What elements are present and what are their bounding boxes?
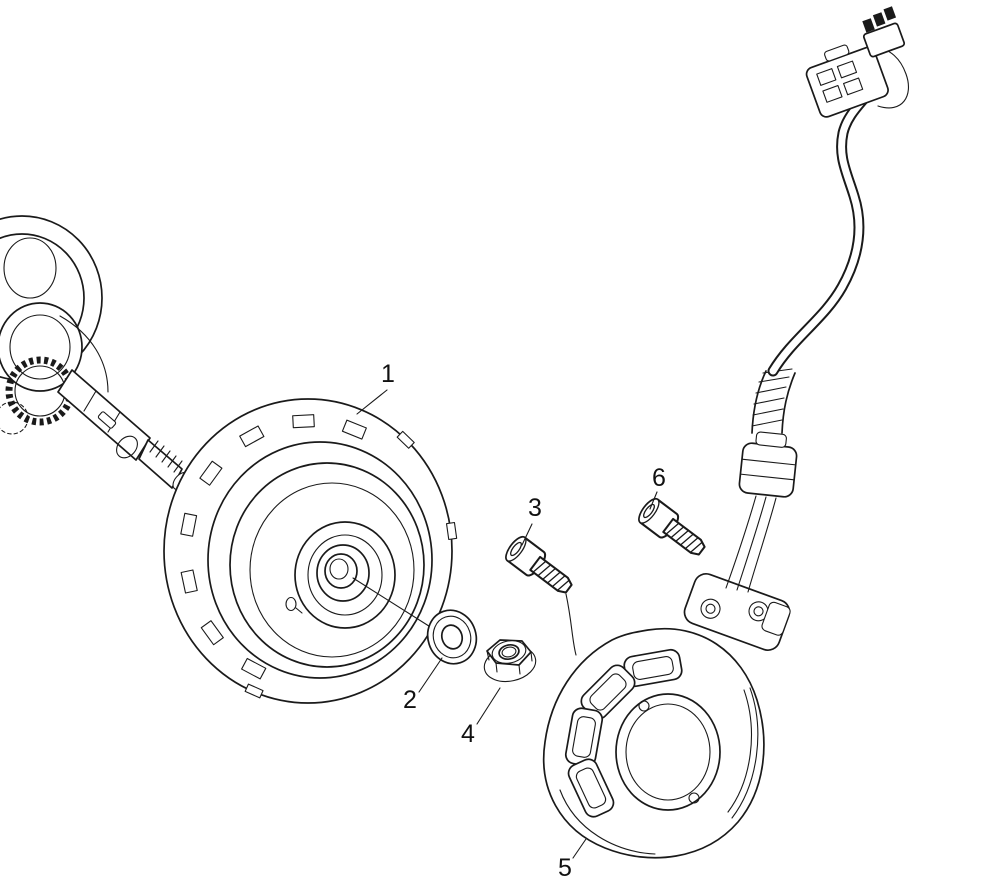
leader-line-2 xyxy=(418,657,443,693)
bolt-rear xyxy=(634,494,712,564)
harness-tape-wrap xyxy=(751,368,796,434)
callout-label-1: 1 xyxy=(381,360,395,388)
flange-nut xyxy=(483,639,537,683)
flywheel-hub xyxy=(294,521,396,629)
stator-coil xyxy=(564,707,604,767)
flywheel-edge-tabs xyxy=(244,430,458,699)
leader-line-4 xyxy=(476,687,501,725)
callouts: 1 2 3 4 5 6 xyxy=(356,360,666,882)
harness-connector xyxy=(805,6,906,118)
leader-line-1 xyxy=(356,389,388,415)
washer xyxy=(426,609,478,665)
axis-reference-line xyxy=(352,577,433,629)
callout-label-6: 6 xyxy=(652,464,666,492)
stator-center-hole xyxy=(615,693,721,811)
stator-coil xyxy=(623,648,683,688)
connector-terminals xyxy=(862,6,906,58)
callout-4: 4 xyxy=(461,687,501,748)
stator-assembly xyxy=(543,572,791,859)
callout-5: 5 xyxy=(558,838,587,882)
leader-line-3 xyxy=(521,523,533,546)
leader-line-6 xyxy=(649,491,658,510)
cable-outline xyxy=(767,89,873,377)
callout-label-4: 4 xyxy=(461,720,475,748)
callout-2: 2 xyxy=(403,657,443,714)
callout-label-5: 5 xyxy=(558,854,572,882)
callout-3: 3 xyxy=(521,494,577,656)
stator-coil xyxy=(567,758,615,818)
leader-line-5 xyxy=(572,838,587,859)
callout-6: 6 xyxy=(649,464,666,510)
callout-label-2: 2 xyxy=(403,686,417,714)
cable-core xyxy=(769,91,871,375)
wire-harness xyxy=(725,47,910,593)
harness-grommet xyxy=(738,431,798,498)
callout-label-3: 3 xyxy=(528,494,542,522)
crankshaft xyxy=(0,215,190,491)
leader-line-3b xyxy=(565,593,577,656)
bolt-front xyxy=(501,532,579,602)
callout-1: 1 xyxy=(356,360,395,415)
flywheel-rotor xyxy=(163,398,458,704)
stator-bracket xyxy=(683,572,791,652)
flywheel-slots xyxy=(180,414,367,680)
